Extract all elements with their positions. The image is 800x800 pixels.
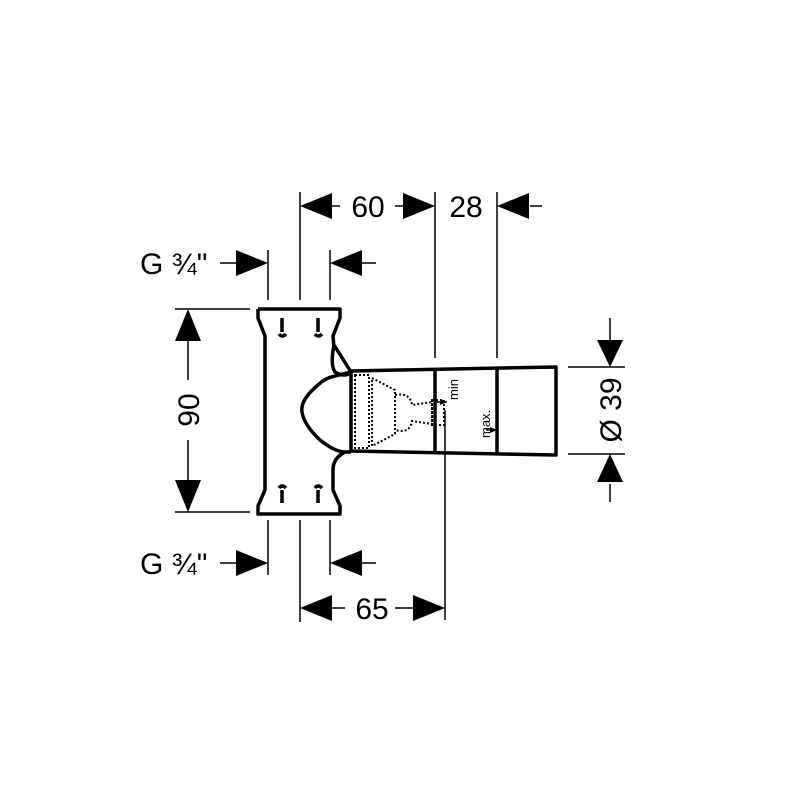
dimension-60: 60 [351, 191, 384, 224]
diameter-dimension: Ø 39 [568, 318, 628, 502]
valve-body [256, 307, 353, 516]
dimension-28: 28 [449, 191, 482, 224]
thread-top-label: G ¾" [140, 248, 207, 281]
max-label: max. [478, 410, 493, 438]
dimension-60-28: 60 28 [299, 191, 542, 358]
min-label: min [446, 379, 461, 400]
thread-top-dimension: G ¾" [140, 248, 376, 300]
depth-dimension: 65 [299, 520, 445, 626]
thread-bottom-dimension: G ¾" [140, 520, 376, 581]
dimension-diameter-39: Ø 39 [595, 377, 628, 442]
dimension-90: 90 [173, 393, 206, 426]
cartridge-hidden [354, 374, 445, 449]
height-dimension: 90 [173, 308, 250, 513]
thread-bottom-label: G ¾" [140, 548, 207, 581]
min-max-markers [440, 399, 497, 433]
sleeve [349, 365, 558, 457]
dimension-65: 65 [355, 593, 388, 626]
